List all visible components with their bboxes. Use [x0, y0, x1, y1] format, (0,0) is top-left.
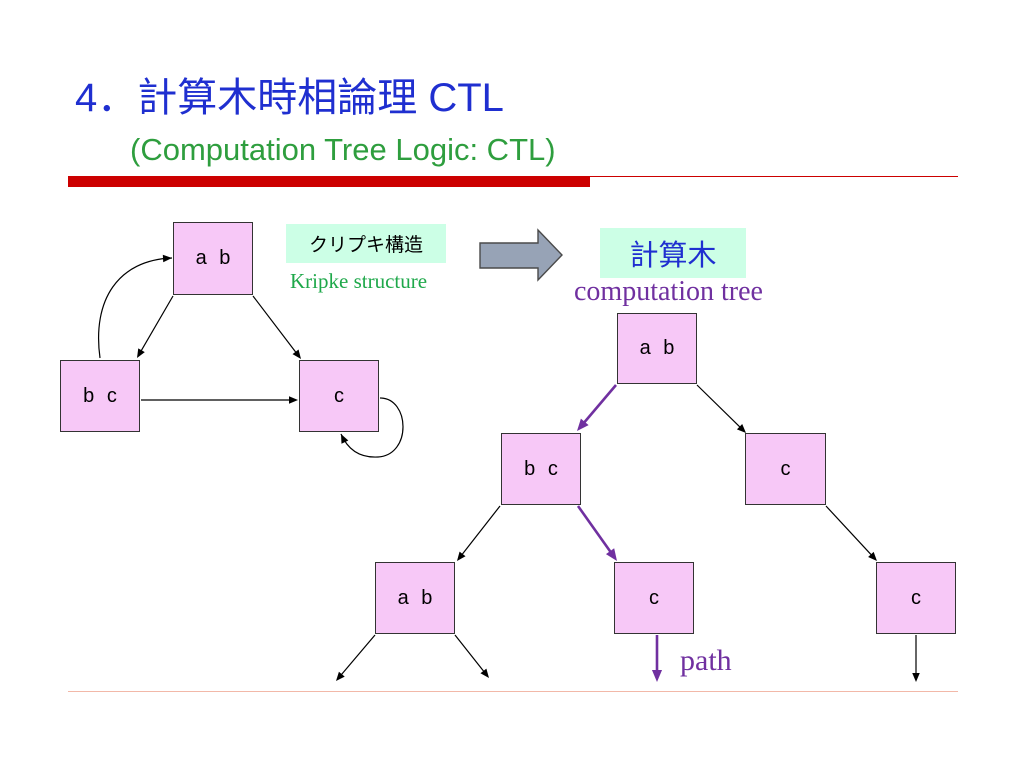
- tree-edge-bc-to-c: [576, 505, 614, 556]
- kripke-structure-label-en: Kripke structure: [290, 269, 428, 293]
- tree-edge-root-to-bc-arrowhead: [577, 418, 589, 431]
- kripke-edge-bc-to-c-arrowhead: [289, 396, 298, 404]
- title-underline-rule: [590, 176, 958, 177]
- computation-tree-label-en: computation tree: [574, 276, 763, 307]
- kripke-state-bc: b c: [60, 360, 140, 432]
- path-label: path: [680, 644, 732, 677]
- tree-edge-bc-to-ab-arrowhead: [457, 551, 466, 561]
- tree-edge-ab-left-continuation-arrowhead: [336, 671, 345, 681]
- tree-node-root-ab: a b: [617, 313, 697, 384]
- kripke-state-c: c: [299, 360, 379, 432]
- computation-tree-label-ja: 計算木: [600, 228, 746, 278]
- tree-node-bc: b c: [501, 433, 581, 505]
- slide-title: 4．計算木時相論理 CTL: [75, 76, 504, 120]
- kripke-edge-ab-to-c: [252, 295, 299, 356]
- tree-edge-c-to-c-arrowhead: [868, 551, 877, 561]
- tree-node-c-level2-path: c: [614, 562, 694, 634]
- tree-edge-ab-left-continuation: [339, 634, 376, 678]
- slide-subtitle: (Computation Tree Logic: CTL): [130, 132, 556, 167]
- tree-edge-path-continuation-arrowhead: [651, 670, 663, 682]
- transform-arrow-icon: [479, 228, 563, 282]
- tree-edge-c-to-c: [825, 505, 874, 558]
- kripke-state-ab: a b: [173, 222, 253, 295]
- tree-edge-ab-right-continuation: [454, 634, 487, 675]
- title-underline-bar: [68, 176, 590, 187]
- kripke-edge-bc-to-ab: [98, 257, 173, 359]
- tree-edge-bc-to-ab: [459, 505, 501, 558]
- tree-edge-bc-to-c-arrowhead: [605, 548, 617, 561]
- kripke-edge-c-self-loop-arrowhead: [341, 434, 349, 444]
- tree-edge-root-to-c-arrowhead: [736, 424, 746, 433]
- kripke-structure-label-ja: クリプキ構造: [286, 224, 446, 263]
- footer-rule: [68, 691, 958, 692]
- kripke-edge-ab-to-c-arrowhead: [292, 349, 301, 359]
- tree-node-c: c: [745, 433, 826, 505]
- kripke-edge-ab-to-bc-arrowhead: [137, 348, 145, 358]
- kripke-edge-bc-to-ab-arrowhead: [162, 254, 172, 263]
- tree-node-ab-level2: a b: [375, 562, 455, 634]
- tree-node-c-level2: c: [876, 562, 956, 634]
- tree-edge-root-to-c: [696, 384, 743, 430]
- tree-edge-ab-right-continuation-arrowhead: [480, 668, 489, 678]
- tree-edge-root-to-bc: [580, 384, 617, 427]
- kripke-edge-ab-to-bc: [139, 295, 174, 354]
- tree-edge-c-continuation-arrowhead: [912, 673, 920, 682]
